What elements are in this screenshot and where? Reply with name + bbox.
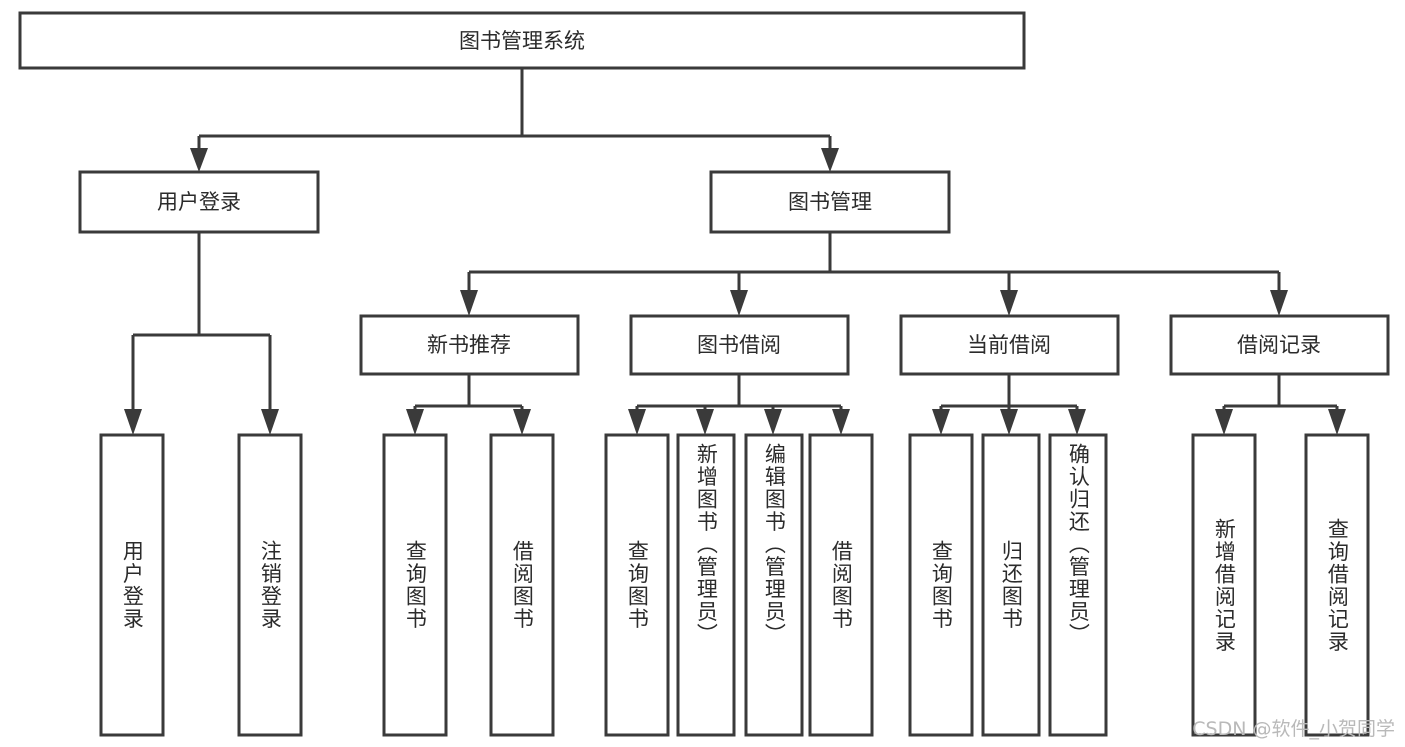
node-book-borrow-label: 图书借阅 [697, 333, 781, 357]
connector-group-borrow-record [1215, 374, 1346, 435]
node-new-book-recommend-box[interactable] [359, 314, 580, 376]
node-borrow-record-box[interactable] [1169, 314, 1390, 376]
node-book-management[interactable]: 图书管理 [709, 170, 951, 234]
node-leaf-user-login-box[interactable] [99, 433, 165, 737]
node-user-login-box[interactable] [78, 170, 320, 234]
node-leaf-edit-book-box[interactable] [744, 433, 804, 737]
arrow-head-book-borrow [730, 290, 748, 316]
node-root-label: 图书管理系统 [459, 29, 585, 53]
arrow-head-user-login [190, 148, 208, 172]
arrow-head-new-book-recommend [460, 290, 478, 316]
node-leaf-query-record-box[interactable] [1304, 433, 1370, 737]
node-book-borrow[interactable]: 图书借阅 [629, 314, 850, 376]
arrow-head-leaf-query-book-2 [628, 409, 646, 435]
connector-group-new-book-recommend [406, 374, 531, 435]
node-root[interactable]: 图书管理系统 [18, 11, 1026, 70]
node-current-borrow[interactable]: 当前借阅 [899, 314, 1120, 376]
node-borrow-record-label: 借阅记录 [1237, 333, 1321, 357]
node-leaf-logout-box[interactable] [237, 433, 303, 737]
node-user-login[interactable]: 用户登录 [78, 170, 320, 234]
connector-group-book-borrow [628, 374, 850, 435]
connector-group-current-borrow [932, 374, 1086, 435]
node-book-borrow-box[interactable] [629, 314, 850, 376]
arrow-head-book-management [821, 148, 839, 172]
arrow-head-borrow-record [1270, 290, 1288, 316]
arrow-head-leaf-borrow-book-2 [832, 409, 850, 435]
node-book-management-box[interactable] [709, 170, 951, 234]
arrow-head-leaf-borrow-book-1 [513, 409, 531, 435]
node-new-book-recommend-label: 新书推荐 [427, 333, 511, 357]
connector-group-book-management [460, 232, 1288, 316]
node-current-borrow-label: 当前借阅 [967, 333, 1051, 357]
node-book-management-label: 图书管理 [788, 190, 872, 214]
arrow-head-leaf-query-record [1328, 409, 1346, 435]
node-borrow-record[interactable]: 借阅记录 [1169, 314, 1390, 376]
connector-group-user-login [124, 232, 279, 435]
arrow-head-leaf-query-book-1 [406, 409, 424, 435]
arrow-head-leaf-user-login [124, 409, 142, 435]
arrow-head-leaf-confirm-return [1068, 409, 1086, 435]
node-leaf-query-book-1-box[interactable] [382, 433, 448, 737]
node-leaf-add-book-box[interactable] [676, 433, 736, 737]
node-leaf-return-book-box[interactable] [981, 433, 1041, 737]
node-root-box[interactable] [18, 11, 1026, 70]
node-current-borrow-box[interactable] [899, 314, 1120, 376]
arrow-head-leaf-return-book [1000, 409, 1018, 435]
node-leaf-query-book-3-box[interactable] [908, 433, 974, 737]
connector-group-root [190, 68, 839, 172]
node-new-book-recommend[interactable]: 新书推荐 [359, 314, 580, 376]
node-leaf-add-record-box[interactable] [1191, 433, 1257, 737]
node-leaf-query-book-2-box[interactable] [604, 433, 670, 737]
arrow-head-leaf-add-record [1215, 409, 1233, 435]
arrow-head-current-borrow [1000, 290, 1018, 316]
arrow-head-leaf-edit-book [764, 409, 782, 435]
arrow-head-leaf-query-book-3 [932, 409, 950, 435]
node-leaf-borrow-book-2-box[interactable] [808, 433, 874, 737]
node-user-login-label: 用户登录 [157, 190, 241, 214]
node-leaf-confirm-return-box[interactable] [1048, 433, 1108, 737]
arrow-head-leaf-logout [261, 409, 279, 435]
arrow-head-leaf-add-book [696, 409, 714, 435]
node-leaf-borrow-book-1-box[interactable] [489, 433, 555, 737]
